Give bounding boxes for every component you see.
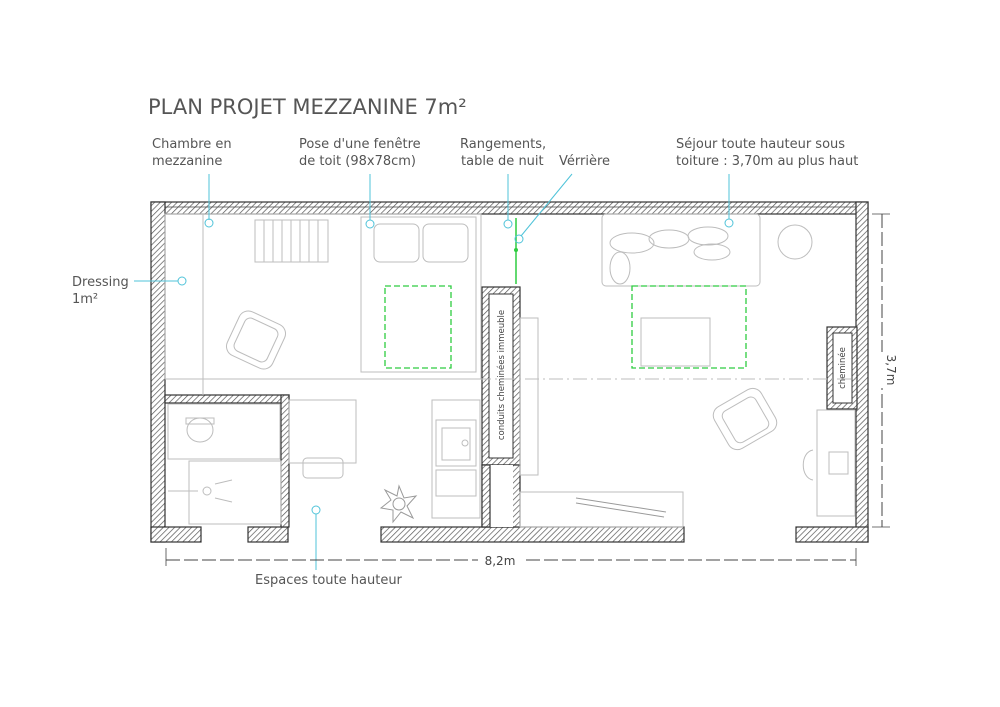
svg-text:1m²: 1m² (72, 292, 98, 307)
svg-text:Dressing: Dressing (72, 275, 129, 290)
staircase (254, 219, 329, 263)
annotation-rangements: Rangements, table de nuit (460, 137, 546, 169)
kitchen-unit (431, 399, 481, 519)
plan-title: PLAN PROJET MEZZANINE 7m² (148, 95, 467, 119)
svg-text:de toit (98x78cm): de toit (98x78cm) (299, 154, 416, 169)
conduits-label: conduits cheminées immeuble (496, 310, 507, 440)
desk (802, 409, 856, 517)
armchair-mezzanine (225, 310, 287, 370)
annotation-leaders (134, 173, 734, 570)
svg-text:Chambre en: Chambre en (152, 137, 232, 152)
annotation-chambre: Chambre en mezzanine (152, 137, 232, 169)
svg-text:8,2m: 8,2m (485, 554, 516, 568)
dimension-height: 3,7m (872, 213, 898, 528)
svg-text:3,7m: 3,7m (884, 355, 898, 386)
svg-text:Rangements,: Rangements, (460, 137, 546, 152)
bathroom (167, 403, 282, 525)
sofa (601, 213, 761, 287)
annotation-espaces: Espaces toute hauteur (255, 573, 403, 588)
bed (360, 216, 477, 373)
svg-text:Pose d'une fenêtre: Pose d'une fenêtre (299, 137, 421, 152)
plant (379, 484, 418, 524)
dimension-width: 8,2m (165, 548, 857, 568)
cheminee-label: cheminée (837, 347, 848, 389)
svg-text:mezzanine: mezzanine (152, 154, 222, 169)
armchair-living (712, 387, 778, 451)
svg-text:Séjour toute hauteur sous: Séjour toute hauteur sous (676, 137, 845, 152)
annotation-verriere: Vérrière (559, 154, 610, 169)
annotation-dressing: Dressing 1m² (72, 275, 129, 307)
svg-text:table de nuit: table de nuit (461, 154, 544, 169)
roof-window-1 (384, 285, 452, 369)
roof-window-2 (631, 285, 747, 369)
annotation-fenetre: Pose d'une fenêtre de toit (98x78cm) (299, 137, 421, 169)
walls (150, 201, 869, 543)
svg-text:toiture : 3,70m au plus haut: toiture : 3,70m au plus haut (676, 154, 858, 169)
annotation-sejour: Séjour toute hauteur sous toiture : 3,70… (676, 137, 858, 169)
